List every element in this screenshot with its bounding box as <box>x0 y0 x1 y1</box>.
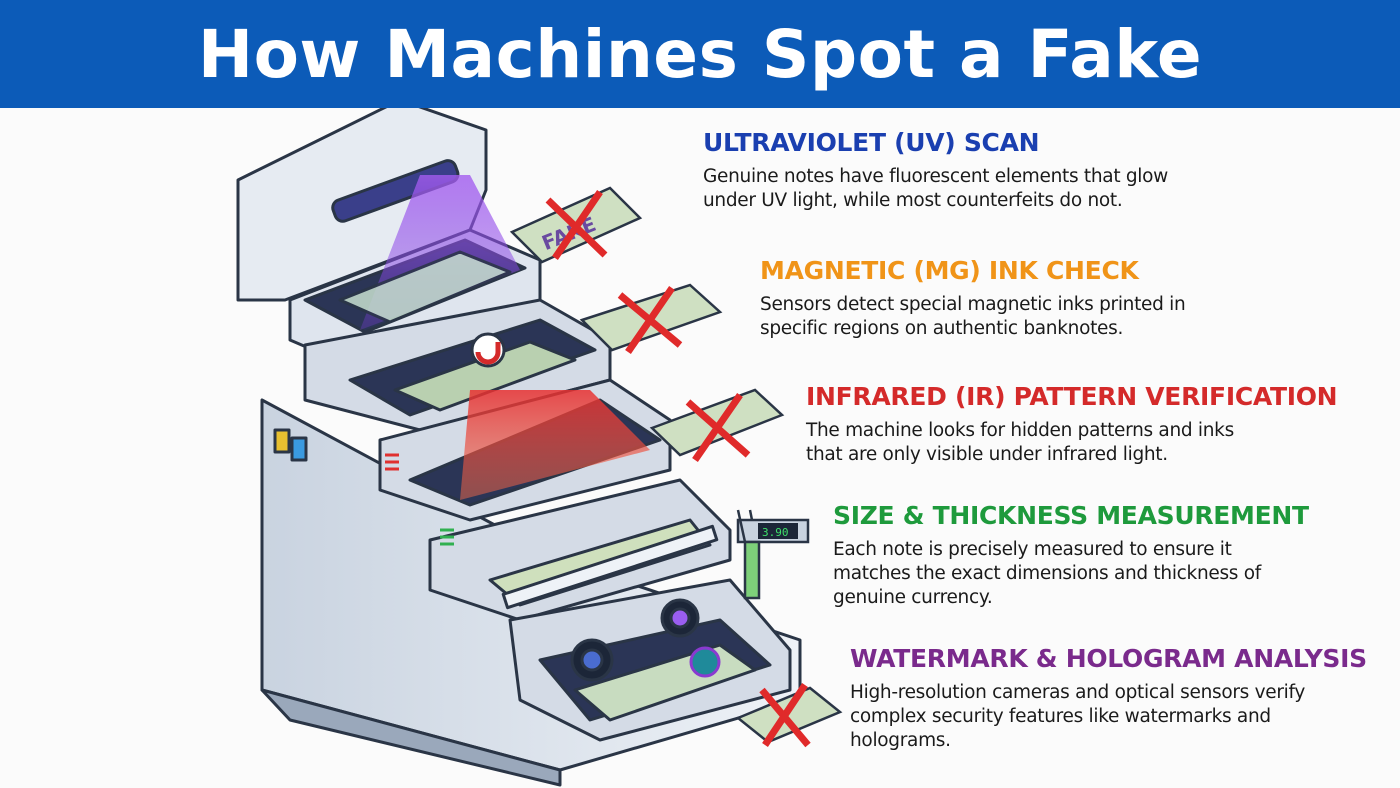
counterfeit-detector-illustration: 13.90. | 33.05 FAKE <box>236 108 843 787</box>
section-text: The machine looks for hidden patterns an… <box>806 420 1234 441</box>
section-text: that are only visible under infrared lig… <box>806 444 1168 465</box>
section-title: SIZE & THICKNESS MEASUREMENT <box>833 501 1309 530</box>
caliper-icon: 3.90 <box>736 509 810 600</box>
section-uv-scan: ULTRAVIOLET (UV) SCAN Genuine notes have… <box>703 128 1168 213</box>
title-banner: How Machines Spot a Fake <box>0 0 1400 108</box>
red-x-icon <box>617 286 683 354</box>
page-title: How Machines Spot a Fake <box>197 15 1203 93</box>
section-text: Each note is precisely measured to ensur… <box>833 539 1232 560</box>
section-text: complex security features like watermark… <box>850 706 1271 727</box>
section-text: matches the exact dimensions and thickne… <box>833 563 1261 584</box>
section-watermark-hologram: WATERMARK & HOLOGRAM ANALYSIS High-resol… <box>850 644 1367 753</box>
svg-text:3.90: 3.90 <box>762 526 789 539</box>
section-text: specific regions on authentic banknotes. <box>760 318 1124 339</box>
section-title: ULTRAVIOLET (UV) SCAN <box>703 128 1040 157</box>
section-magnetic-ink: MAGNETIC (MG) INK CHECK Sensors detect s… <box>760 256 1186 341</box>
section-infrared: INFRARED (IR) PATTERN VERIFICATION The m… <box>806 382 1338 467</box>
red-x-icon <box>685 393 751 462</box>
ruler <box>501 524 719 610</box>
section-text: Sensors detect special magnetic inks pri… <box>760 294 1186 315</box>
section-text: holograms. <box>850 730 951 751</box>
section-text: under UV light, while most counterfeits … <box>703 190 1123 211</box>
rejected-note-watermark <box>735 683 843 748</box>
section-text: Genuine notes have fluorescent elements … <box>703 166 1168 187</box>
section-title: INFRARED (IR) PATTERN VERIFICATION <box>806 382 1338 411</box>
section-text: High-resolution cameras and optical sens… <box>850 682 1305 703</box>
red-x-icon <box>545 190 608 260</box>
section-title: WATERMARK & HOLOGRAM ANALYSIS <box>850 644 1367 673</box>
rejected-note-mg <box>579 283 723 354</box>
red-x-icon <box>759 683 811 748</box>
section-size-thickness: SIZE & THICKNESS MEASUREMENT Each note i… <box>833 501 1309 610</box>
rejected-note-ir <box>649 388 785 462</box>
section-title: MAGNETIC (MG) INK CHECK <box>760 256 1139 285</box>
section-text: genuine currency. <box>833 587 993 608</box>
rejected-note-uv: FAKE <box>509 186 643 264</box>
